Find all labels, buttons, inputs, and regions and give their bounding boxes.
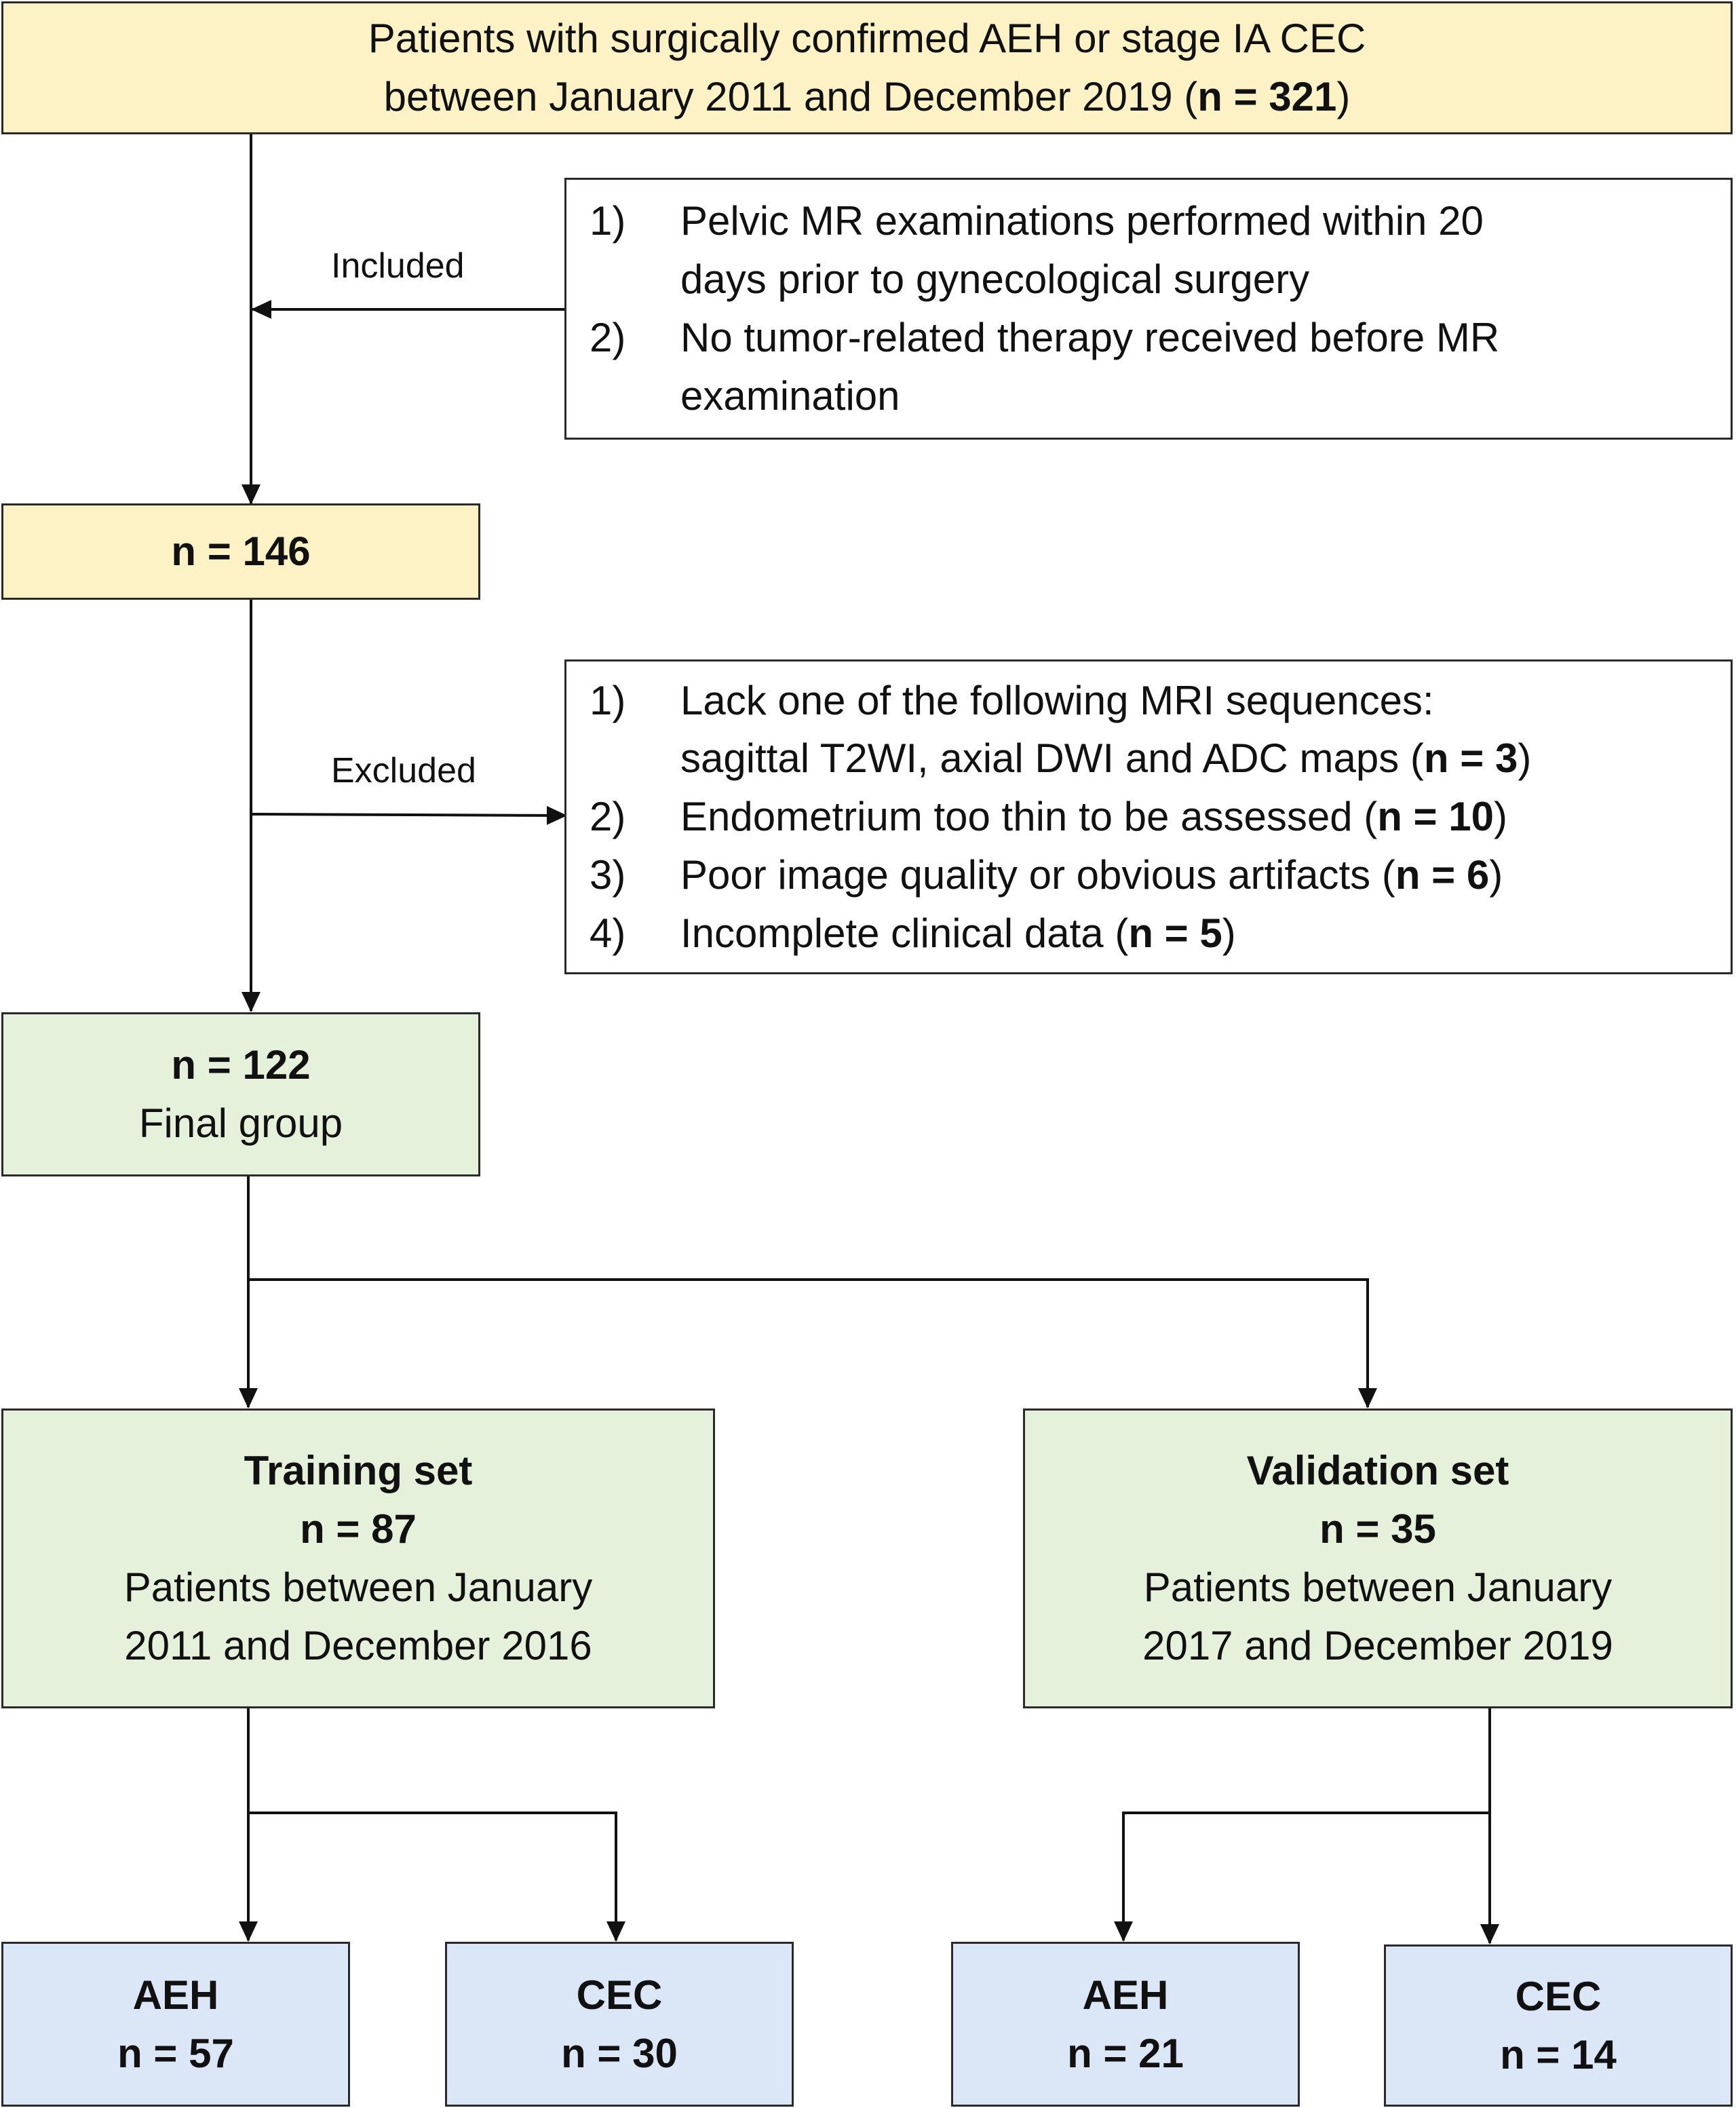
training-cec-count: n = 30 [561,2030,678,2076]
excluded-label: Excluded [331,751,476,790]
final-group-count: n = 122 [171,1042,311,1088]
training-set-count: n = 87 [300,1506,417,1552]
validation-cec-box: CEC n = 14 [1384,1944,1733,2107]
exclusion-criterion: 1) Lack one of the following MRI sequenc… [590,677,1532,782]
initial-cohort-count: n = 321 [1197,74,1337,119]
validation-set-count: n = 35 [1319,1506,1436,1552]
training-aeh-count: n = 57 [117,2030,234,2076]
inclusion-criterion: 2) No tumor-related therapy received bef… [590,315,1500,419]
validation-cec-label: CEC [1515,1973,1602,2019]
inclusion-criteria-box: 1) Pelvic MR examinations performed with… [564,178,1733,440]
validation-cec-count: n = 14 [1500,2031,1617,2077]
initial-cohort-box: Patients with surgically confirmed AEH o… [1,1,1733,134]
validation-aeh-count: n = 21 [1067,2030,1184,2076]
initial-cohort-line2: between January 2011 and December 2019 (… [383,74,1351,119]
arrow-excluded [250,805,567,825]
training-aeh-box: AEH n = 57 [1,1942,350,2107]
final-group-label: Final group [138,1100,343,1146]
exclusion-criteria-box: 1) Lack one of the following MRI sequenc… [564,659,1733,974]
validation-set-box: Validation set n = 35 Patients between J… [1023,1408,1733,1708]
initial-cohort-line1: Patients with surgically confirmed AEH o… [368,16,1366,62]
training-set-title: Training set [244,1448,473,1494]
exclusion-criterion: 2) Endometrium too thin to be assessed (… [590,794,1507,840]
included-count-box: n = 146 [1,503,480,600]
validation-aeh-label: AEH [1082,1972,1169,2018]
included-label: Included [331,246,465,286]
inclusion-criterion: 1) Pelvic MR examinations performed with… [590,198,1484,303]
exclusion-criterion: 4) Incomplete clinical data (n = 5) [590,910,1236,956]
final-group-box: n = 122 Final group [1,1012,480,1176]
training-set-box: Training set n = 87 Patients between Jan… [1,1408,715,1708]
training-cec-label: CEC [576,1972,663,2018]
validation-aeh-box: AEH n = 21 [951,1942,1300,2107]
validation-set-title: Validation set [1246,1448,1509,1494]
included-count: n = 146 [171,529,311,575]
exclusion-criterion: 3) Poor image quality or obvious artifac… [590,851,1503,898]
training-cec-box: CEC n = 30 [445,1942,794,2107]
training-aeh-label: AEH [132,1972,219,2018]
